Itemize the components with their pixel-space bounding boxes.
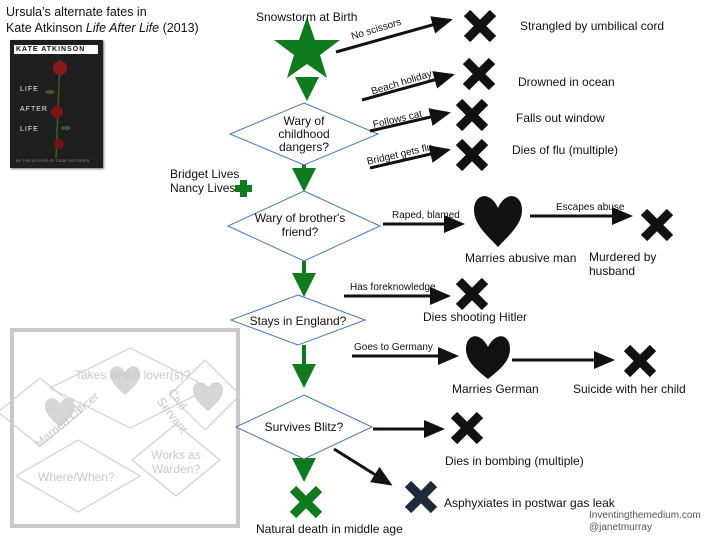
label-where-when: Where/When?	[38, 470, 115, 484]
x-icon	[466, 61, 492, 87]
book-cover: KATE ATKINSON LIFE AFTER LIFE BY THE AUT…	[10, 40, 103, 168]
outcome-marries-abusive: Marries abusive man	[465, 251, 577, 265]
decision-label-4: Survives Blitz?	[264, 420, 344, 434]
outcome-flu: Dies of flu (multiple)	[512, 143, 619, 157]
heart-icon	[466, 336, 510, 379]
x-icon	[644, 212, 670, 238]
heart-icon	[110, 366, 140, 395]
x-icon	[459, 102, 485, 128]
edge-beach-holiday	[361, 71, 455, 102]
outcome-natural: Natural death in middle age	[256, 522, 403, 536]
x-icon	[627, 348, 653, 374]
diagram-title: Ursula's alternate fates in Kate Atkinso…	[6, 5, 199, 35]
decision-diamond-2	[226, 190, 382, 262]
edge-label-goes-to-germany: Goes to Germany	[354, 342, 433, 353]
unexplored-panel	[10, 328, 240, 528]
outcome-drowned: Drowned in ocean	[518, 75, 615, 89]
label-lovers: Takes which lover(s)?	[75, 368, 191, 382]
x-icon	[459, 281, 485, 307]
where-when-diamond	[14, 439, 142, 513]
plus-icon	[235, 180, 252, 197]
edge-follows-cat	[369, 108, 451, 133]
x-icon	[293, 489, 319, 515]
decision-diamond-4	[234, 394, 374, 460]
x-icon	[467, 13, 493, 39]
servant-diamond	[169, 359, 241, 431]
edge-no-scissors	[335, 16, 453, 54]
x-icon	[459, 142, 485, 168]
edge-bridget-flu	[369, 145, 451, 170]
book-title: LIFE AFTER LIFE	[20, 86, 48, 133]
outcome-hitler: Dies shooting Hitler	[423, 310, 528, 324]
outcome-strangled: Strangled by umbilical cord	[520, 19, 665, 33]
x-icon	[408, 484, 434, 510]
edge-label-raped-blamed: Raped, blamed	[392, 210, 460, 221]
outcome-falls: Falls out window	[516, 111, 605, 125]
outcome-suicide: Suicide with her child	[573, 382, 686, 396]
edge-to-gas-leak	[333, 447, 393, 486]
warden-diamond	[131, 423, 221, 497]
outcome-marries-german: Marries German	[452, 382, 539, 396]
star-icon	[274, 17, 340, 78]
heart-icon	[193, 382, 223, 411]
lover-diamond	[48, 347, 212, 429]
book-author: KATE ATKINSON	[14, 45, 98, 54]
outcome-bombing: Dies in bombing (multiple)	[445, 454, 584, 468]
edge-label-has-foreknowledge: Has foreknowledge	[350, 282, 436, 293]
rose-illustration	[45, 59, 71, 159]
heart-icon	[45, 398, 75, 427]
credit: Inventingthemedium.com@janetmurray	[589, 510, 701, 533]
decision-diamond-3	[229, 294, 367, 346]
book-footer: BY THE AUTHOR OF CASE HISTORIES	[16, 158, 90, 163]
start-node-label: Snowstorm at Birth	[256, 10, 358, 24]
heart-icon	[474, 196, 522, 247]
decision-diamond-1	[228, 102, 380, 166]
x-icon	[454, 415, 480, 441]
edge-label-escapes-abuse: Escapes abuse	[556, 202, 625, 213]
outcome-gas-leak: Asphyxiates in postwar gas leak	[444, 496, 615, 510]
decision-label-3: Stays in England?	[249, 314, 347, 328]
